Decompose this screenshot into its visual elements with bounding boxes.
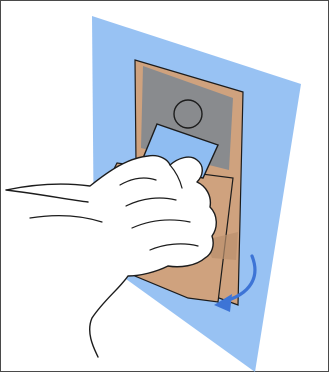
hand-icon xyxy=(6,156,216,357)
